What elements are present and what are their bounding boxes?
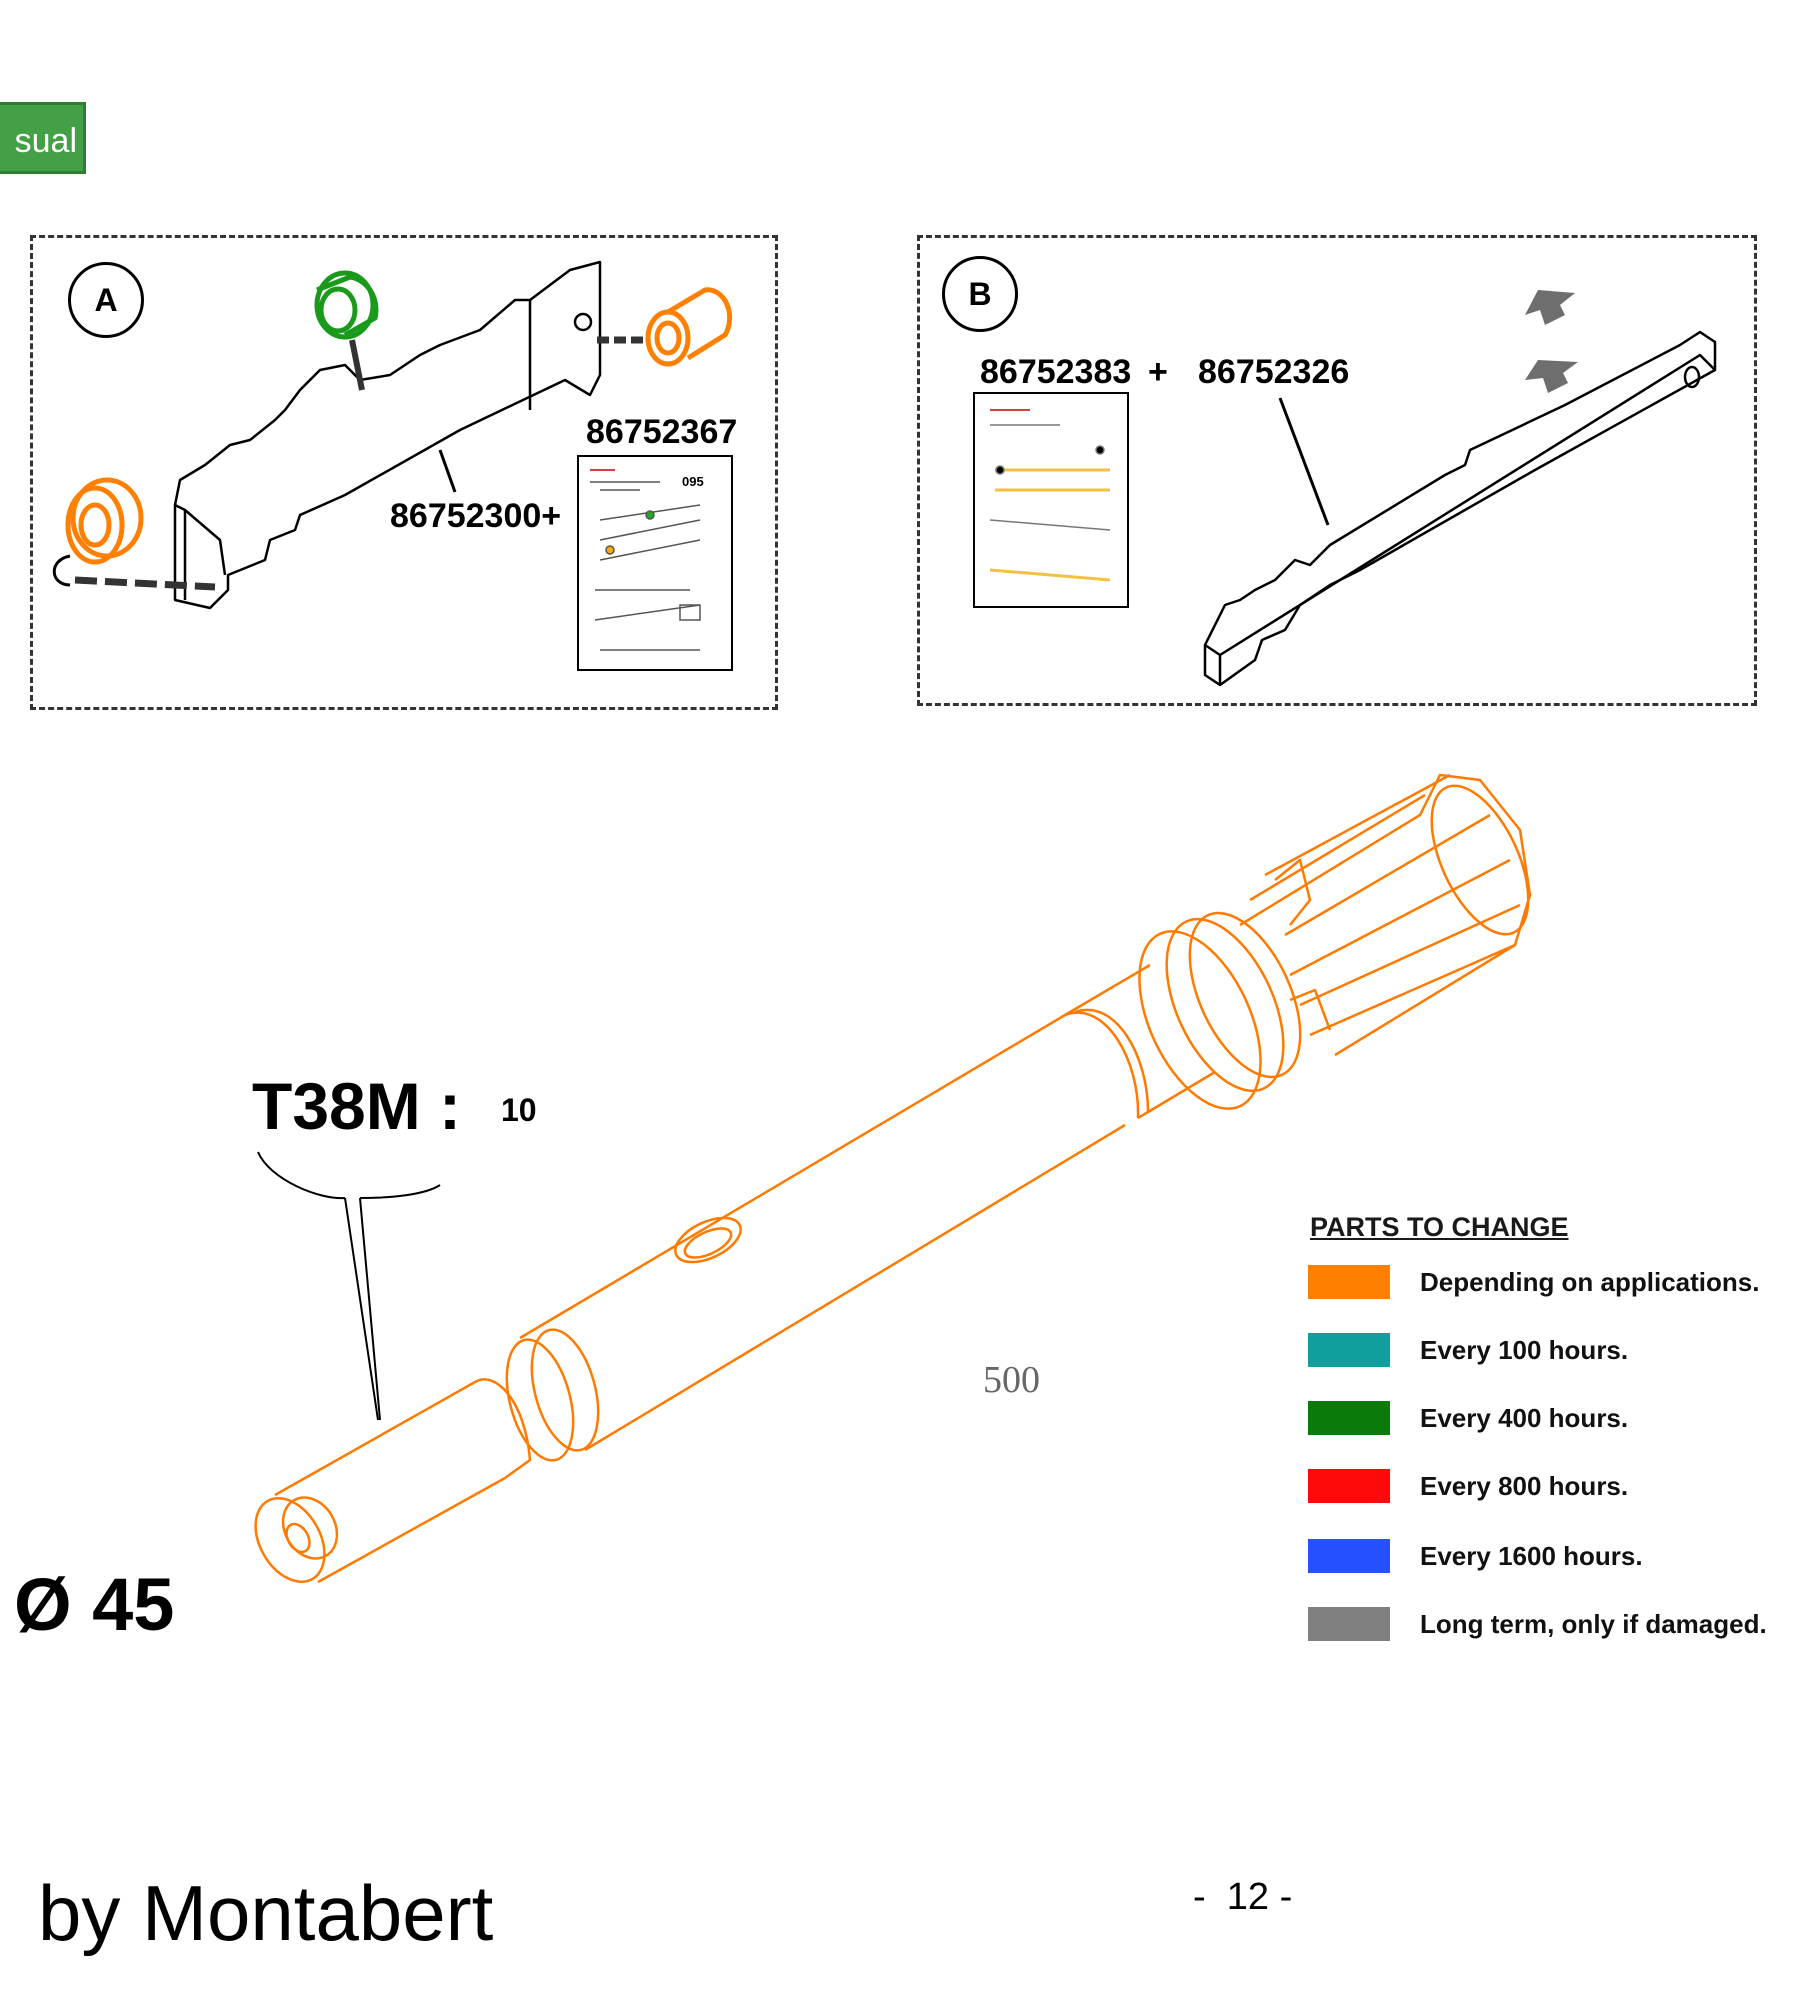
leader-part-main	[438, 449, 457, 493]
diameter-label: Ø 45	[14, 1563, 175, 1646]
doc-sheet-b	[973, 392, 1129, 608]
page-number: - 12 -	[1193, 1876, 1293, 1918]
length-label: 500	[983, 1359, 1040, 1401]
brand-footer: by Montabert	[38, 1869, 494, 1957]
part-number-doc: 86752367	[586, 413, 738, 451]
tool-plate-b	[1203, 330, 1717, 687]
legend-item: Every 100 hours.	[1308, 1333, 1767, 1367]
doc-code: 095	[682, 474, 704, 489]
tool-plate-a	[173, 260, 602, 610]
part-number-right: 86752326	[1198, 353, 1350, 391]
shank-adapter	[254, 773, 1532, 1584]
legend-swatch	[1308, 1401, 1390, 1435]
orange-bushing-right	[645, 287, 733, 367]
orange-gear-left	[65, 477, 144, 565]
panel-b-badge: B	[942, 256, 1018, 332]
legend-swatch	[1308, 1607, 1390, 1641]
panel-a-badge: A	[68, 262, 144, 338]
legend-label: Every 1600 hours.	[1420, 1540, 1643, 1571]
legend: Depending on applications. Every 100 hou…	[1308, 1265, 1767, 1641]
legend-label: Depending on applications.	[1420, 1266, 1760, 1297]
legend-swatch	[1308, 1539, 1390, 1573]
legend-label: Every 100 hours.	[1420, 1334, 1629, 1365]
arrow-up-icons	[1525, 290, 1578, 393]
legend-label: Long term, only if damaged.	[1420, 1608, 1767, 1639]
manual-tag: sual	[0, 102, 86, 174]
plus-sign: +	[1148, 353, 1168, 391]
panel-b	[917, 235, 1757, 706]
part-number-left: 86752383	[980, 353, 1132, 391]
leader-green	[349, 339, 365, 391]
leader-part-right	[1278, 397, 1330, 526]
legend-item: Every 400 hours.	[1308, 1401, 1767, 1435]
legend-label: Every 400 hours.	[1420, 1402, 1629, 1433]
legend-item: Long term, only if damaged.	[1308, 1607, 1767, 1641]
part-number-main: 86752300+	[390, 497, 562, 535]
doc-sheet-a	[577, 455, 733, 671]
legend-swatch	[1308, 1469, 1390, 1503]
legend-item: Depending on applications.	[1308, 1265, 1767, 1299]
legend-swatch	[1308, 1333, 1390, 1367]
model-callout-leader	[257, 1151, 441, 1421]
panel-a	[30, 235, 778, 710]
model-label: T38M :	[252, 1069, 462, 1143]
quantity-label: 10	[501, 1092, 537, 1128]
legend-item: Every 800 hours.	[1308, 1469, 1767, 1503]
green-seal-ring	[314, 270, 379, 340]
legend-item: Every 1600 hours.	[1308, 1539, 1767, 1573]
legend-label: Every 800 hours.	[1420, 1470, 1629, 1501]
legend-title: PARTS TO CHANGE	[1310, 1212, 1569, 1242]
leader-orange-left	[74, 576, 216, 591]
clip-icon	[52, 554, 71, 587]
legend-swatch	[1308, 1265, 1390, 1299]
